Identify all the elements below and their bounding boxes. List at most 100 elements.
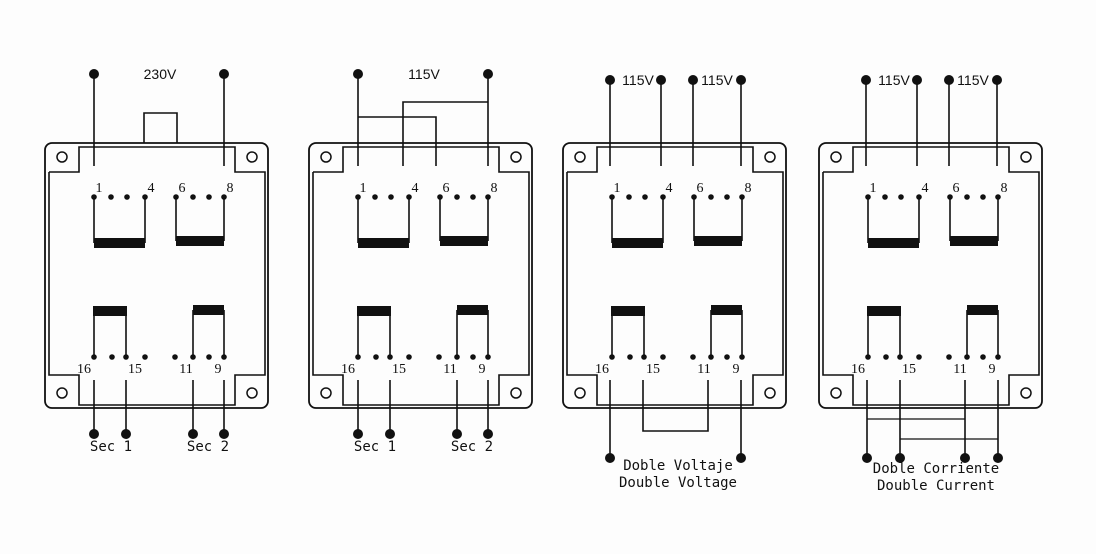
pin-label-16: 16 xyxy=(77,362,91,377)
primary-coil-6-8 xyxy=(950,236,998,246)
secondary-2-label: Sec 2 xyxy=(451,439,493,455)
primary-coil-1-4 xyxy=(612,238,663,248)
terminal-dot xyxy=(470,194,476,200)
terminal-dot xyxy=(188,429,198,439)
primary-coil-1-4 xyxy=(358,238,409,248)
terminal-dot xyxy=(206,354,212,360)
pin-label-11: 11 xyxy=(443,362,456,377)
terminal-dot xyxy=(605,453,615,463)
terminal-dot xyxy=(944,75,954,85)
terminal-dot xyxy=(436,354,442,360)
terminal-dot xyxy=(109,354,115,360)
terminal-dot xyxy=(483,429,493,439)
pin-label-1: 1 xyxy=(360,181,367,196)
transformer-body xyxy=(44,142,269,409)
terminal-dot xyxy=(142,354,148,360)
output-label-en: Double Current xyxy=(877,478,995,494)
terminal-dot xyxy=(980,354,986,360)
secondary-coil-16-15 xyxy=(357,306,391,316)
pin-label-4: 4 xyxy=(922,181,929,196)
pin-label-6: 6 xyxy=(179,181,186,196)
terminal-cover xyxy=(143,112,178,143)
terminal-dot xyxy=(656,75,666,85)
terminal-dot xyxy=(724,194,730,200)
terminal-dot xyxy=(121,429,131,439)
pin-label-1: 1 xyxy=(614,181,621,196)
inner-frame xyxy=(48,146,266,406)
pin-label-8: 8 xyxy=(1001,181,1008,196)
terminal-dot xyxy=(627,354,633,360)
primary-coil-6-8 xyxy=(176,236,224,246)
terminal-dot xyxy=(108,194,114,200)
terminal-dot xyxy=(385,429,395,439)
pin-label-1: 1 xyxy=(96,181,103,196)
terminal-dot xyxy=(452,429,462,439)
terminal-dot xyxy=(219,429,229,439)
output-label-es: Doble Corriente xyxy=(873,461,999,477)
mounting-hole-icon xyxy=(246,151,258,163)
primary-coil-6-8 xyxy=(694,236,742,246)
pin-label-9: 9 xyxy=(989,362,996,377)
mounting-hole-icon xyxy=(510,387,522,399)
secondary-2-label: Sec 2 xyxy=(187,439,229,455)
mounting-hole-icon xyxy=(1020,151,1032,163)
pin-label-15: 15 xyxy=(128,362,142,377)
terminal-dot xyxy=(373,354,379,360)
terminal-dot xyxy=(708,194,714,200)
mounting-hole-icon xyxy=(830,387,842,399)
terminal-dot xyxy=(89,69,99,79)
mounting-hole-icon xyxy=(510,151,522,163)
terminal-dot xyxy=(206,194,212,200)
voltage-label: 230V xyxy=(144,66,177,82)
output-label-es: Doble Voltaje xyxy=(623,458,733,474)
terminal-dot xyxy=(898,194,904,200)
pin-label-15: 15 xyxy=(902,362,916,377)
terminal-dot xyxy=(724,354,730,360)
voltage-label-2: 115V xyxy=(957,72,989,88)
pin-label-11: 11 xyxy=(179,362,192,377)
terminal-dot xyxy=(895,453,905,463)
terminal-dot xyxy=(190,194,196,200)
terminal-dot xyxy=(388,194,394,200)
terminal-dot xyxy=(964,194,970,200)
pin-label-4: 4 xyxy=(666,181,673,196)
pin-label-6: 6 xyxy=(443,181,450,196)
terminal-dot xyxy=(916,354,922,360)
terminal-dot xyxy=(688,75,698,85)
secondary-coil-11-9 xyxy=(457,305,488,315)
pin-label-15: 15 xyxy=(392,362,406,377)
primary-coil-6-8 xyxy=(440,236,488,246)
secondary-1-label: Sec 1 xyxy=(354,439,396,455)
terminal-dot xyxy=(642,194,648,200)
pin-label-16: 16 xyxy=(851,362,865,377)
terminal-dot xyxy=(483,69,493,79)
terminal-dot xyxy=(219,69,229,79)
pin-label-15: 15 xyxy=(646,362,660,377)
pin-label-4: 4 xyxy=(412,181,419,196)
terminal-dot xyxy=(89,429,99,439)
inner-frame xyxy=(566,146,784,406)
secondary-coil-16-15 xyxy=(93,306,127,316)
inner-frame xyxy=(312,146,530,406)
mounting-hole-icon xyxy=(320,387,332,399)
voltage-label: 115V xyxy=(408,66,440,82)
primary-coil-1-4 xyxy=(868,238,919,248)
pin-label-1: 1 xyxy=(870,181,877,196)
voltage-label-2: 115V xyxy=(701,72,733,88)
mounting-hole-icon xyxy=(56,151,68,163)
terminal-dot xyxy=(912,75,922,85)
pin-label-9: 9 xyxy=(215,362,222,377)
secondary-1-label: Sec 1 xyxy=(90,439,132,455)
terminal-dot xyxy=(626,194,632,200)
pin-label-4: 4 xyxy=(148,181,155,196)
mounting-hole-icon xyxy=(830,151,842,163)
terminal-dot xyxy=(454,194,460,200)
jumper-wire xyxy=(358,116,437,166)
mounting-hole-icon xyxy=(764,387,776,399)
terminal-dot xyxy=(172,354,178,360)
pin-label-16: 16 xyxy=(595,362,609,377)
